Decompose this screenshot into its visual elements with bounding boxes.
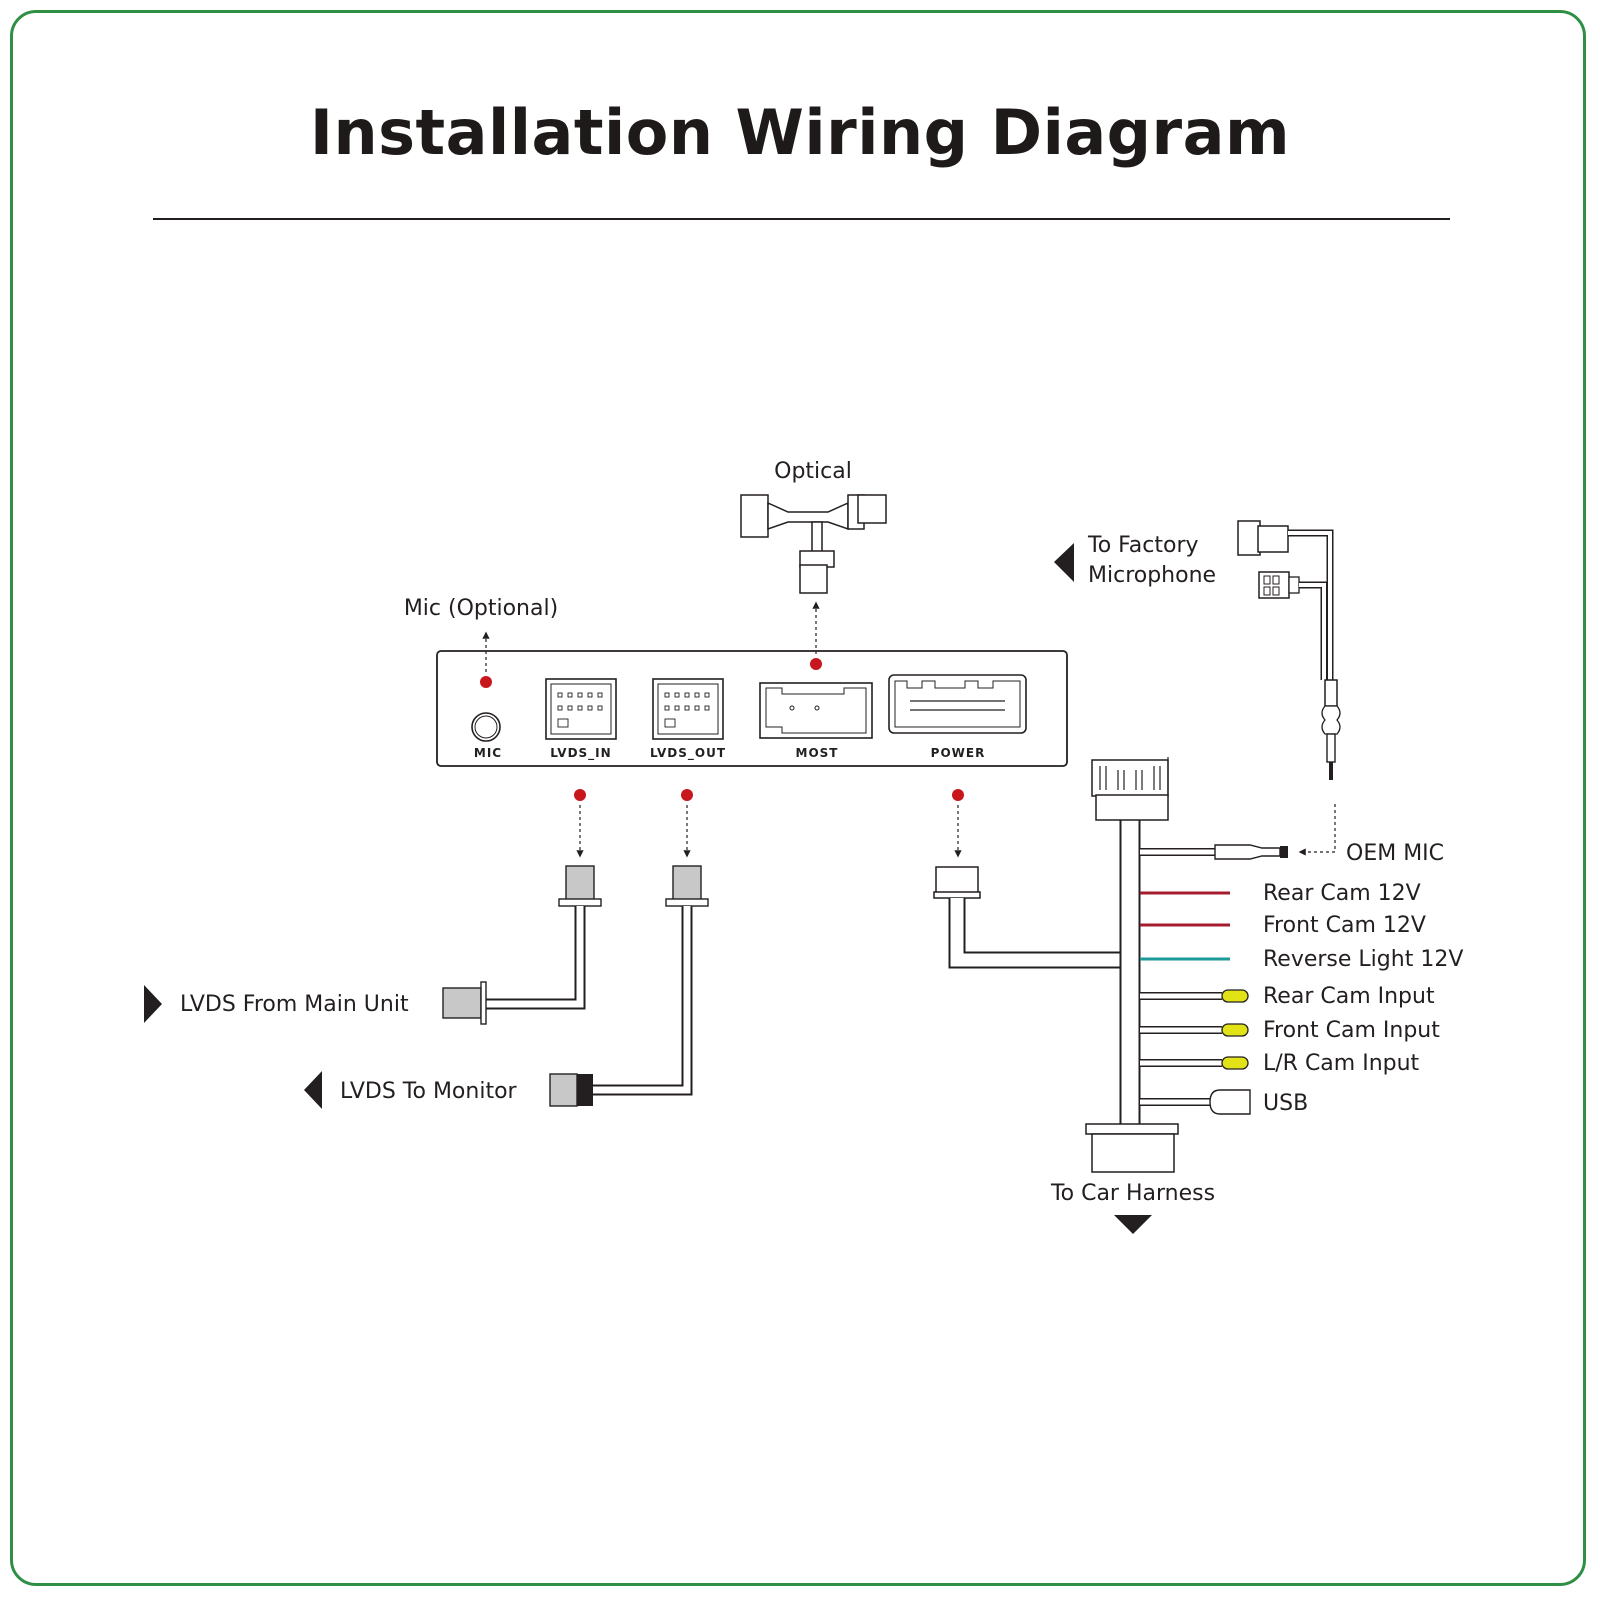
lvds-out-port: LVDS_OUT [650,678,726,761]
car-harness-label: To Car Harness [1050,1181,1215,1206]
lvds-out-cable [549,865,709,1107]
arrow-left-icon [304,1071,322,1109]
most-port: MOST [759,682,873,760]
port-label-most: MOST [796,746,839,760]
harness-lead-label: Rear Cam 12V [1263,881,1421,906]
harness-lead-label: Reverse Light 12V [1263,947,1463,972]
lvds-in-cable [442,865,602,1025]
port-label-lvds-out: LVDS_OUT [650,746,726,761]
harness-lead-label: L/R Cam Input [1263,1051,1420,1076]
power-port: POWER [888,674,1027,760]
rear-cam-input-rca [1140,989,1249,1003]
lvds-from-label: LVDS From Main Unit [180,992,409,1017]
mic-optional-label: Mic (Optional) [404,596,558,621]
lr-cam-input-rca [1140,1056,1249,1070]
arrow-left-icon [1054,543,1074,582]
harness-lead-label: Front Cam 12V [1263,913,1426,938]
oem-mic-label: OEM MIC [1346,841,1444,866]
harness-lead-label: Rear Cam Input [1263,984,1435,1009]
harness-lead-label: Front Cam Input [1263,1018,1440,1043]
factory-mic-cable [1237,520,1341,780]
most-port-dot [810,658,822,670]
factory-mic-label-2: Microphone [1088,563,1216,588]
mic-port: MIC [471,712,502,760]
lvds-in-port: LVDS_IN [545,678,617,761]
port-label-mic: MIC [474,746,502,760]
front-cam-input-rca [1140,1023,1249,1037]
power-dot [952,789,964,801]
optical-splitter [740,494,887,594]
lvds-in-dot [574,789,586,801]
border-frame [10,10,1586,1586]
power-harness [933,757,1288,1173]
harness-lead-label: USB [1263,1091,1308,1116]
port-label-lvds-in: LVDS_IN [550,746,611,761]
arrow-down-icon [1114,1215,1152,1234]
port-label-power: POWER [931,746,986,760]
optical-label: Optical [774,459,852,484]
lvds-to-label: LVDS To Monitor [340,1079,518,1104]
mic-port-dot [480,676,492,688]
usb-socket [1140,1089,1251,1115]
lvds-out-dot [681,789,693,801]
factory-mic-label-1: To Factory [1087,533,1199,558]
page-title: Installation Wiring Diagram [309,96,1291,169]
arrow-right-icon [144,985,162,1023]
title-divider [153,218,1450,220]
